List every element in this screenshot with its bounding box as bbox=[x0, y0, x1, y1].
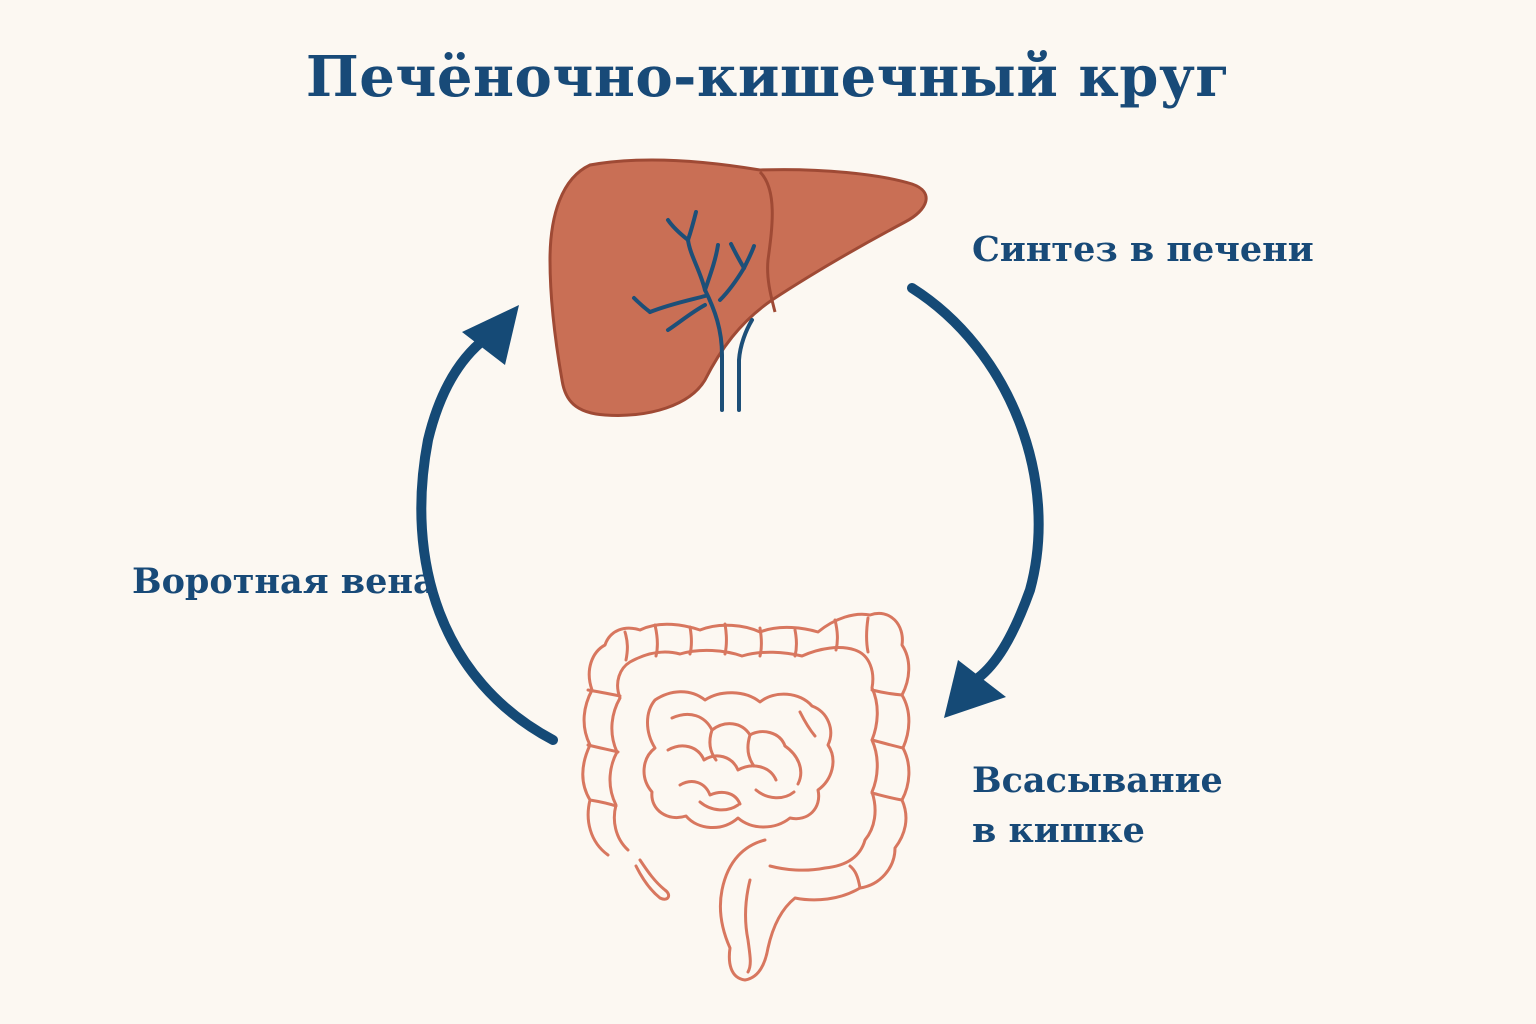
label-portal-vein: Воротная вена bbox=[132, 561, 436, 602]
label-absorption-line1: Всасывание bbox=[972, 760, 1223, 801]
label-absorption-in-intestine: Всасывание в кишке bbox=[972, 756, 1223, 856]
arrow-head-up-icon bbox=[462, 305, 519, 365]
liver-icon bbox=[548, 158, 928, 417]
arrow-head-down-icon bbox=[944, 660, 1006, 718]
bile-duct-icon bbox=[632, 210, 756, 412]
label-synthesis-in-liver: Синтез в печени bbox=[972, 229, 1314, 270]
arrow-portal-to-liver bbox=[416, 305, 558, 745]
diagram-title: Печёночно-кишечный круг bbox=[305, 44, 1231, 110]
intestine-icon bbox=[581, 612, 911, 982]
arrow-synthesis-to-absorption bbox=[907, 283, 1044, 718]
label-absorption-line2: в кишке bbox=[972, 810, 1145, 851]
